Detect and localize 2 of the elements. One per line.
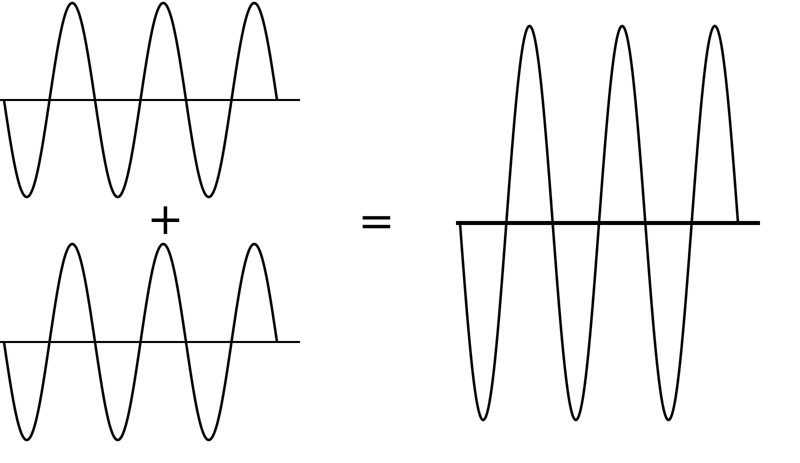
operator-sign: + (147, 198, 184, 242)
operator-sign: = (358, 200, 395, 244)
